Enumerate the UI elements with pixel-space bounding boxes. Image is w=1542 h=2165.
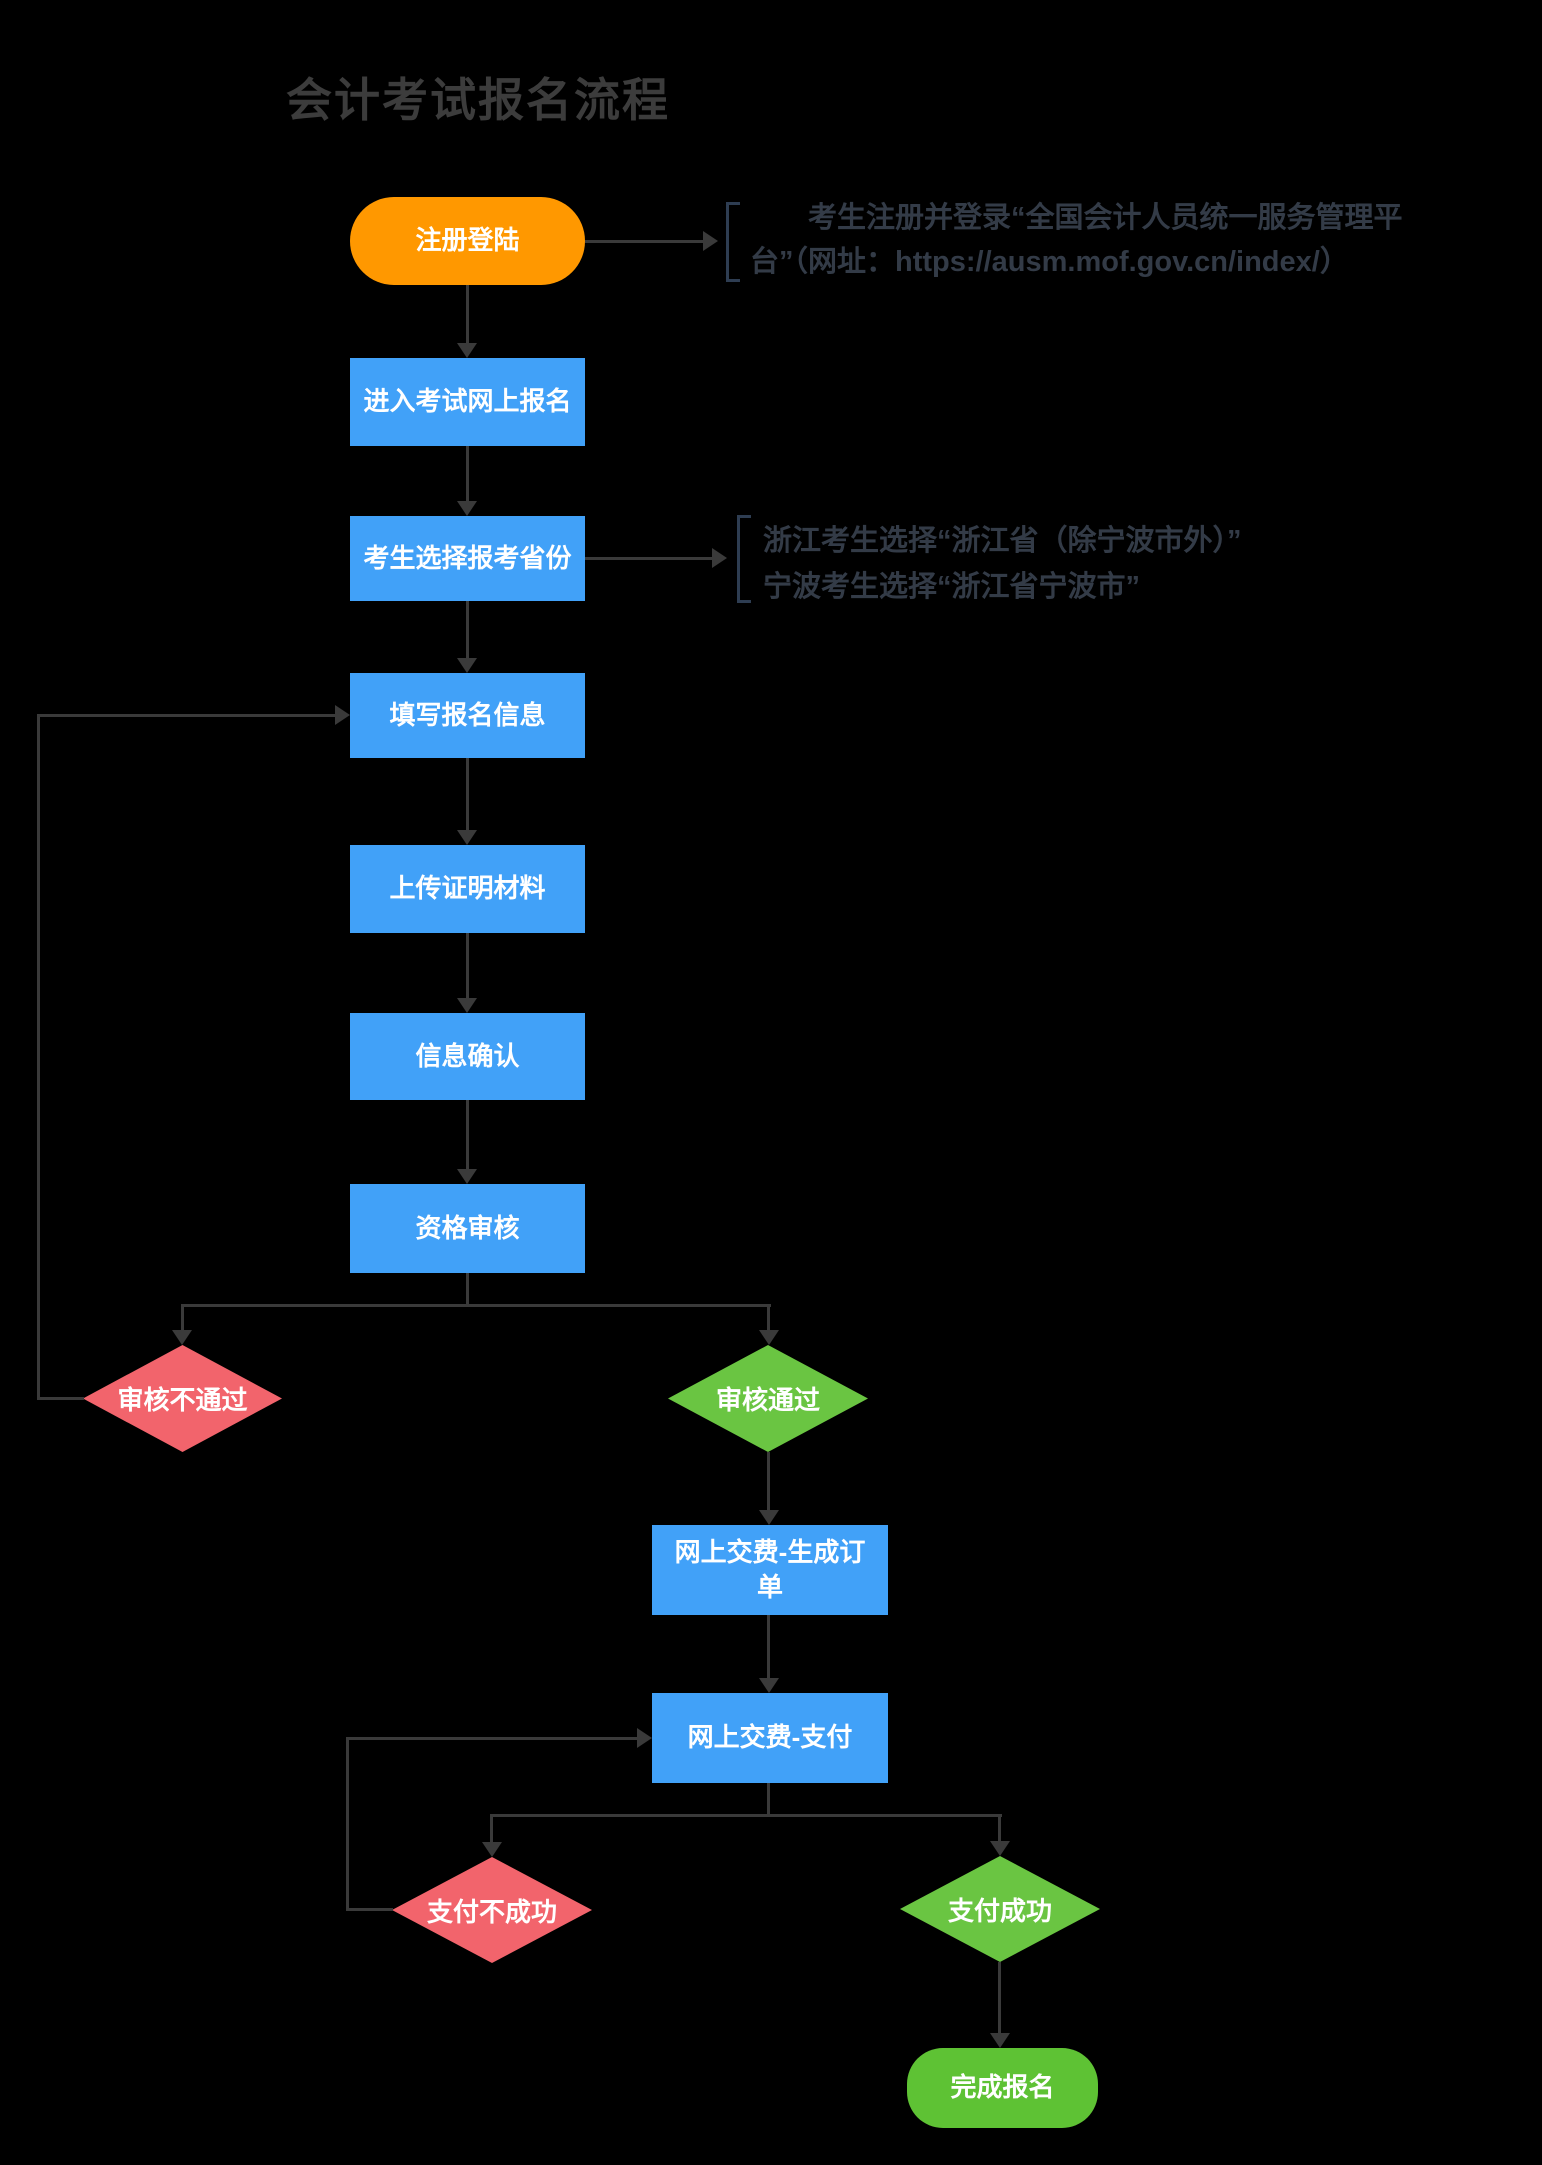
flow-node-generate-order: 网上交费-生成订单 [652,1525,888,1615]
edge-reviewfail-loop-h1 [37,1397,84,1400]
arrowhead-down-icon [457,658,477,673]
edge-split-review-pass [767,1305,770,1332]
flow-node-review-pass: 审核通过 [668,1345,868,1452]
arrowhead-down-icon [759,1678,779,1693]
edge-payfail-loop-v [346,1737,349,1911]
flow-node-done: 完成报名 [907,2048,1098,2128]
edge-reviewfail-loop-h2 [37,714,337,717]
edge-order-pay [767,1615,770,1680]
bracket-icon [726,202,740,282]
edge-payfail-loop-h2 [346,1737,639,1740]
edge-reviewfail-loop-v [37,714,40,1400]
arrowhead-down-icon [457,343,477,358]
edge-province-fill [466,601,469,660]
edge-confirm-review [466,1100,469,1171]
arrowhead-down-icon [172,1330,192,1345]
note-province: 浙江考生选择“浙江省（除宁波市外）” 宁波考生选择“浙江省宁波市” [763,525,1242,603]
arrowhead-down-icon [990,1841,1010,1856]
edge-province-note [585,557,714,560]
arrowhead-down-icon [457,830,477,845]
arrowhead-down-icon [457,501,477,516]
flow-node-pay-fail: 支付不成功 [392,1857,592,1963]
arrowhead-down-icon [759,1330,779,1345]
arrowhead-down-icon [457,998,477,1013]
edge-pay-split [767,1783,770,1817]
flow-node-pay: 网上交费-支付 [652,1693,888,1783]
edge-enter-province [466,446,469,503]
flow-node-pay-success: 支付成功 [900,1856,1100,1962]
arrowhead-down-icon [457,1169,477,1184]
edge-start-note [585,240,705,243]
edge-split-pay-success [998,1815,1001,1843]
flow-node-qualification-review: 资格审核 [350,1184,585,1273]
flow-node-review-fail: 审核不通过 [83,1345,282,1452]
flow-node-enter-online-registration: 进入考试网上报名 [350,358,585,446]
edge-fill-upload [466,758,469,832]
flow-node-select-province: 考生选择报考省份 [350,516,585,601]
edge-split-pay-fail [490,1815,493,1844]
flow-node-confirm-info: 信息确认 [350,1013,585,1100]
arrowhead-down-icon [482,1842,502,1857]
arrowhead-right-icon [712,548,727,568]
edge-payfail-loop-h1 [346,1908,393,1911]
edge-start-enter [466,285,469,345]
edge-pass-order [767,1452,770,1512]
arrowhead-right-icon [703,231,718,251]
edge-review-split [466,1273,469,1307]
edge-upload-confirm [466,933,469,1000]
bracket-icon [737,515,751,603]
flow-node-start: 注册登陆 [350,197,585,285]
page-title: 会计考试报名流程 [286,74,670,126]
flow-node-upload-materials: 上传证明材料 [350,845,585,933]
arrowhead-down-icon [990,2033,1010,2048]
note-register: 考生注册并登录“全国会计人员统一服务管理平 台”（网址：https://ausm… [750,202,1403,278]
edge-paysuccess-done [998,1962,1001,2035]
edge-split-review-fail [181,1305,184,1332]
arrowhead-right-icon [637,1728,652,1748]
edge-review-split-bar [181,1304,771,1307]
arrowhead-right-icon [335,705,350,725]
arrowhead-down-icon [759,1510,779,1525]
edge-pay-split-bar [490,1814,1002,1817]
flow-node-fill-info: 填写报名信息 [350,673,585,758]
